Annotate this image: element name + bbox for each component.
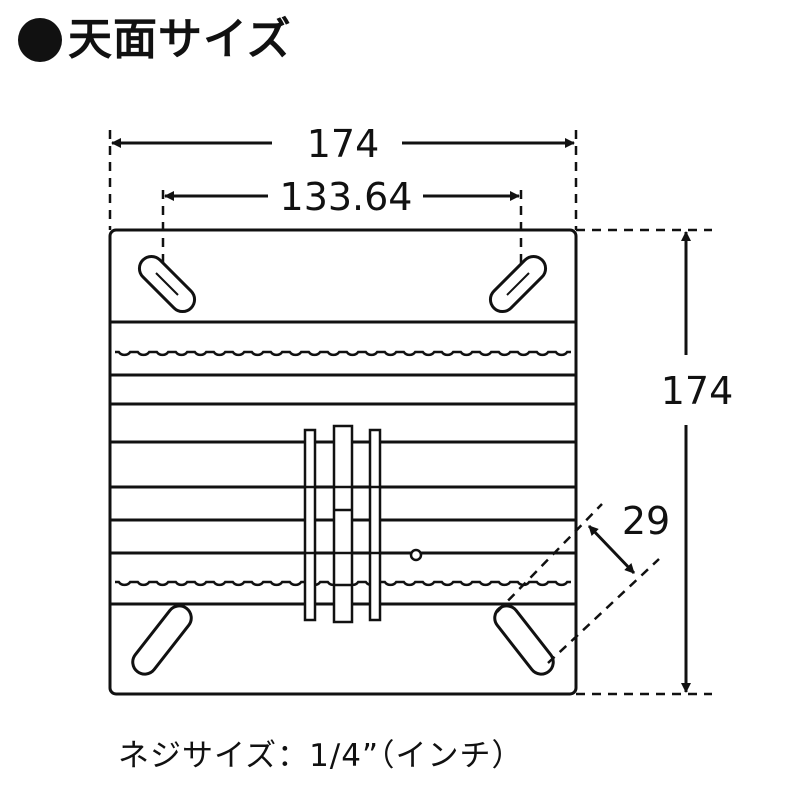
dimension-slot-spacing: 133.64 [164,175,520,219]
dimension-depth-label: 174 [661,369,734,413]
extension-lines [108,130,712,696]
center-rail-assembly [303,424,382,624]
locator-hole [409,548,423,562]
slot-top-right [488,254,548,314]
slot-bottom-left [131,604,193,676]
dimension-width-label: 174 [307,122,380,166]
plate-outline [108,228,578,696]
slot-bottom-right [493,604,555,676]
dimension-depth: 174 [661,231,734,693]
section-title: 天面サイズ [68,14,292,65]
dimension-width: 174 [111,122,575,166]
bullet-icon [18,18,62,62]
slot-top-left [137,254,197,314]
screw-size-note: ネジサイズ：1/4”（インチ） [118,738,524,774]
dimension-slot-length-label: 29 [622,499,670,543]
dimension-slot-spacing-label: 133.64 [280,175,413,219]
dimension-slot-length: 29 [587,499,670,575]
section-heading: 天面サイズ [18,18,292,62]
gear-teeth-top [115,350,571,357]
